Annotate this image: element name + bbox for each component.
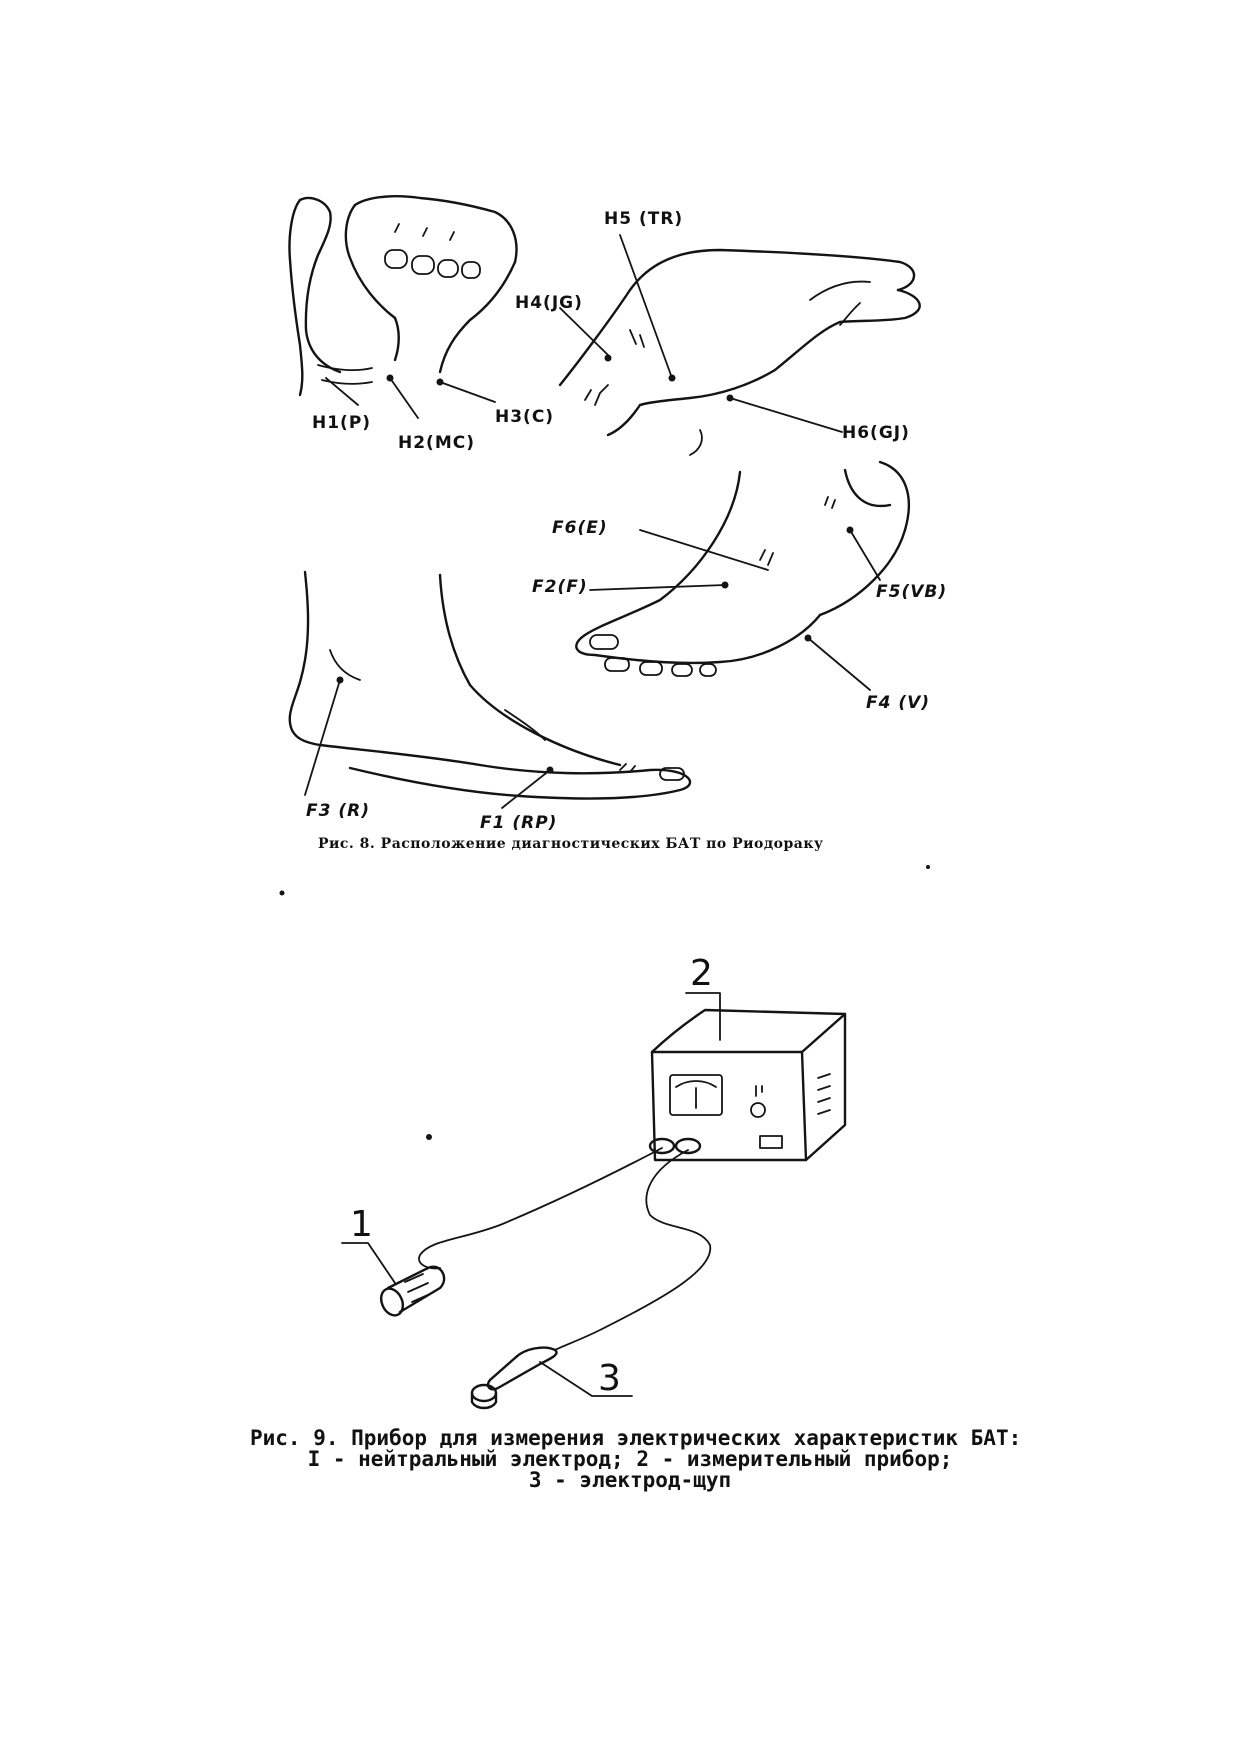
scan-speck [926,865,930,869]
label-f2: F2(F) [532,577,588,597]
callout-3: 3 [598,1358,621,1399]
callout-1: 1 [350,1204,373,1245]
label-h5: H5 (TR) [604,209,683,229]
label-h4: H4(JG) [515,293,583,313]
label-f1: F1 (RP) [480,813,557,833]
figure9-caption-line: 3 - электрод-щуп [528,1468,732,1492]
label-f4: F4 (V) [866,693,930,713]
right-hand-drawing [558,234,921,456]
label-h6: H6(GJ) [842,423,910,443]
figure9-caption: Рис. 9. Прибор для измерения электрическ… [250,1426,1022,1492]
figure9-caption-line: I - нейтральный электрод; 2 - измеритель… [307,1447,953,1471]
callout-2: 2 [690,953,713,994]
label-h2: H2(MC) [398,433,475,453]
figure8-caption: Рис. 8. Расположение диагностических БАТ… [318,836,824,852]
label-h1: H1(P) [312,413,371,433]
scan-speck [279,890,285,896]
label-f6: F6(E) [552,518,608,538]
left-hand-drawing [288,195,518,419]
label-h3: H3(C) [495,407,554,427]
right-foot-drawing [575,460,910,691]
figure9-caption-line: Рис. 9. Прибор для измерения электрическ… [250,1426,1022,1450]
label-f5: F5(VB) [876,582,947,602]
left-foot-drawing [288,570,692,809]
scan-speck [426,1134,432,1140]
measuring-device-drawing [341,992,847,1410]
label-f3: F3 (R) [306,801,370,821]
